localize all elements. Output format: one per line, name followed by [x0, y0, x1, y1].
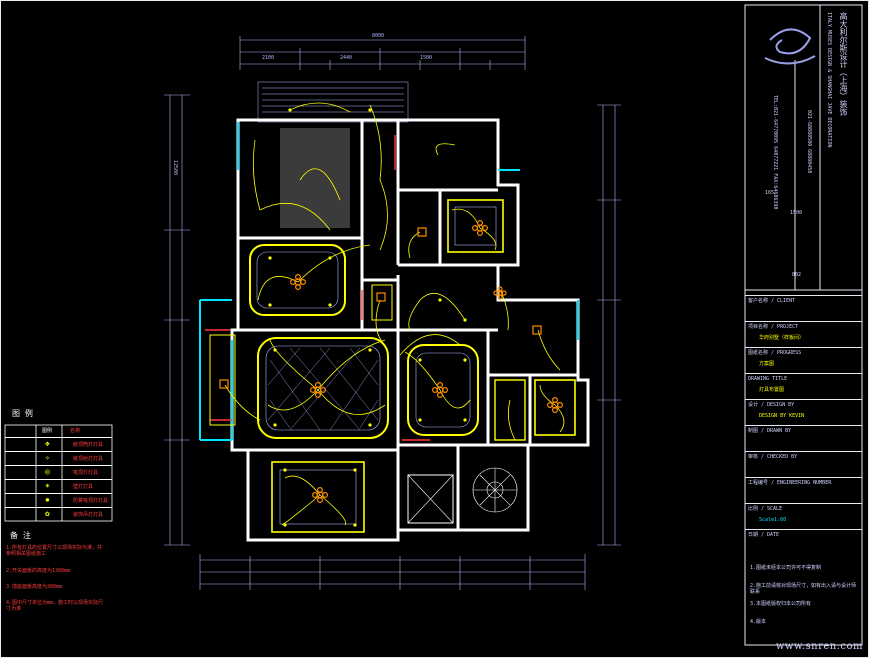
room-label: 1500: [790, 210, 803, 216]
legend-item-name: 吸顶灯灯具: [73, 470, 99, 476]
title-block-row-label: 设计 / DESIGN BY: [748, 402, 795, 408]
legend-item-name: 装饰吊灯灯具: [73, 512, 104, 518]
title-block-row: 日期 / DATE: [745, 529, 862, 556]
note-item: 4.图中尺寸单位为mm，施工时以现场实际尺寸为准: [6, 600, 104, 612]
title-block-row-label: 审核 / CHECKED BY: [748, 454, 798, 460]
title-block-row: 项目名称 / PROJECT 华府别墅（样板间）: [745, 321, 862, 348]
dimension-top-segment: 1500: [420, 55, 433, 61]
title-block-row-label: 比例 / SCALE: [748, 506, 783, 512]
title-block-row-label: 制图 / DRAWN BY: [748, 428, 792, 434]
note-item: 2.开关面板的高度为1300mm: [6, 568, 71, 574]
pendant-fixture-hall: [493, 286, 507, 300]
balcony: [257, 81, 409, 123]
fixture-symbol-icon: ✶: [45, 481, 50, 490]
dimension-top-segment: 2100: [262, 55, 275, 61]
legend-header-name: 名称: [70, 428, 81, 434]
wall-light-fixture: [417, 227, 427, 237]
title-block-row-label: 工程编号 / ENGINEERING NUMBER: [748, 480, 832, 486]
legend-row: ✹ 防雾吸顶灯灯具: [5, 493, 112, 506]
title-block-row-value: 方案图: [759, 361, 775, 367]
fixture-symbol-icon: ❖: [45, 439, 50, 448]
legend-row: ✿ 装饰吊灯灯具: [5, 507, 112, 520]
bedroom-hatch: [280, 128, 350, 228]
walls: [230, 118, 590, 542]
company-phone: 021-68880500 68880450: [806, 110, 812, 174]
title-block-row: DRAWING TITLE 灯具布置图: [745, 373, 862, 400]
title-block-footer-note: 3.本图纸版权归本公司所有: [750, 601, 812, 607]
note-item: 1.所有灯具的位置尺寸以现场实际为准，并参照相关图纸施工: [6, 545, 103, 557]
company-name-cn: 高大利尔斯设计（上海）装饰: [839, 12, 848, 116]
title-block-row-label: 图纸名称 / PROGRESS: [748, 350, 802, 356]
title-block-row: 图纸名称 / PROGRESS 方案图: [745, 347, 862, 374]
room-label: 165: [765, 190, 775, 196]
title-block-row: 比例 / SCALE Scale1:60: [745, 503, 862, 530]
legend-item-name: 壁灯灯具: [73, 484, 94, 490]
wall-light-fixture: [532, 325, 542, 335]
legend-row: ◎ 吸顶灯灯具: [5, 465, 112, 478]
room-label: 802: [792, 272, 802, 278]
title-block-row: 制图 / DRAWN BY: [745, 425, 862, 452]
fixtures: [219, 219, 564, 504]
top-dimensions: [239, 36, 526, 70]
title-block-frame: [744, 4, 863, 646]
title-block-row: 审核 / CHECKED BY: [745, 451, 862, 478]
title-block-row-label: DRAWING TITLE: [748, 376, 788, 382]
left-dimensions: [164, 94, 190, 546]
legend-header-symbol: 图例: [42, 428, 53, 434]
bottom-dimensions: [199, 554, 586, 590]
pendant-fixture-bedroom: [289, 273, 307, 291]
title-block-row: 设计 / DESIGN BY DESIGN BY KEVIN: [745, 399, 862, 426]
fixture-symbol-icon: ✹: [45, 495, 50, 504]
legend-row: ✧ 嵌顶射灯灯具: [5, 451, 112, 464]
fixture-symbol-icon: ✧: [45, 453, 50, 462]
pendant-fixture-kitchen: [546, 396, 564, 414]
wall-light-fixture: [376, 292, 386, 302]
fixture-symbol-icon: ◎: [45, 467, 50, 476]
dimension-left-total: 12500: [172, 160, 178, 176]
title-block-row-label: 客户名称 / CLIENT: [748, 298, 796, 304]
title-block-row-value: Scale1:60: [759, 517, 787, 523]
company-fax: TEL:021-64770095 64077221 FAX:64686390: [772, 95, 778, 210]
right-dimensions: [597, 104, 621, 546]
pendant-fixture-study: [471, 219, 489, 237]
pendant-fixture-dining: [431, 381, 449, 399]
title-block-footer-note: 4.版本: [750, 619, 767, 625]
living-grid: [267, 347, 379, 431]
title-block-footer-note: 1.图纸未经本公司许可不得复制: [750, 565, 822, 571]
spiral-stair: [472, 467, 518, 513]
legend-frame: [4, 424, 113, 522]
title-block-row-label: 项目名称 / PROJECT: [748, 324, 799, 330]
company-name-en: ITALY MUSES DESIGN & SHANGHAI JAVE DECOR…: [826, 12, 832, 148]
legend-row: ❖ 嵌顶筒灯灯具: [5, 437, 112, 450]
company-logo: [764, 28, 816, 65]
dimension-top-total: 8000: [372, 33, 385, 39]
watermark: www.snren.com: [775, 641, 863, 652]
title-block-row: 客户名称 / CLIENT: [745, 295, 862, 322]
title-block-row-value: DESIGN BY KEVIN: [759, 413, 805, 419]
title-block-row-value: 华府别墅（样板间）: [759, 335, 805, 341]
title-block-row: 工程编号 / ENGINEERING NUMBER: [745, 477, 862, 504]
pendant-fixture-living: [309, 381, 327, 399]
legend-row: ✶ 壁灯灯具: [5, 479, 112, 492]
notes-title: 备 注: [10, 531, 31, 540]
title-block-row-label: 日期 / DATE: [748, 532, 780, 538]
wall-light-fixture: [219, 379, 229, 389]
legend-item-name: 嵌顶射灯灯具: [73, 456, 104, 462]
pendant-fixture-bedroom-2: [311, 486, 329, 504]
downlights: [268, 108, 467, 527]
dimension-top-segment: 2440: [340, 55, 353, 61]
legend-item-name: 嵌顶筒灯灯具: [73, 442, 104, 448]
door-frames: [205, 135, 430, 441]
ceilings: [209, 199, 576, 533]
legend-title: 图 例: [12, 409, 33, 418]
title-block-footer-note: 2.施工前请核对现场尺寸，如有出入请与设计师联系: [750, 583, 857, 595]
fixture-symbol-icon: ✿: [45, 509, 50, 518]
legend-item-name: 防雾吸顶灯灯具: [73, 498, 109, 504]
note-item: 3.插座面板高度为300mm: [6, 584, 63, 590]
title-block-row-value: 灯具布置图: [759, 387, 785, 393]
windows: [199, 122, 579, 441]
